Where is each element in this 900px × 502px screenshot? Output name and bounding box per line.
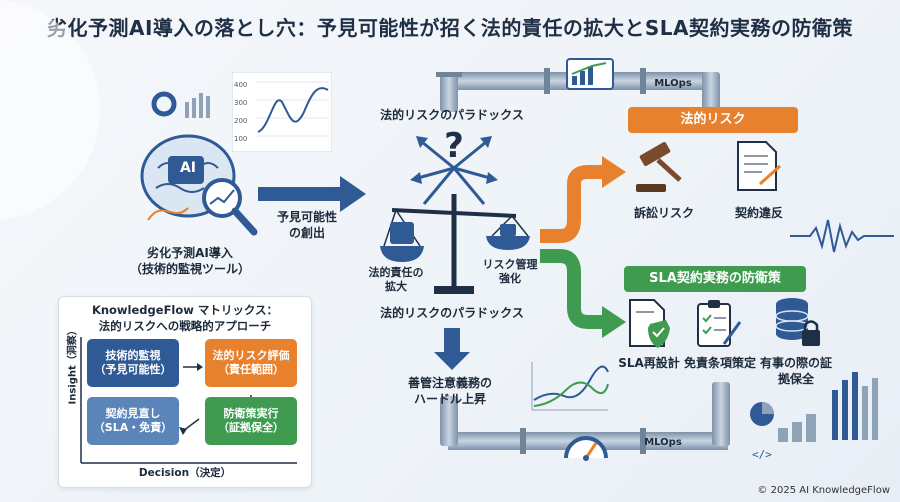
shield-doc-icon [629, 299, 670, 348]
tool-name-line2: （技術的監視ツール） [129, 261, 250, 276]
trend-lines-icon [531, 362, 609, 411]
question-mark: ? [444, 126, 464, 166]
mini-bar-icon [151, 91, 210, 118]
arrow1-label: 予見可能性 の創出 [262, 210, 352, 241]
legal-risk-header: 法的リスク [628, 107, 798, 133]
checklist-icon [697, 300, 742, 347]
tool-name-line1: 劣化予測AI導入 [147, 246, 233, 260]
chart-tick-labels: 400 300 200 100 [234, 76, 254, 148]
paradox-top-label: 法的リスクのパラドックス [380, 108, 524, 122]
duty-label: 善管注意義務の ハードル上昇 [390, 376, 510, 407]
tick-100: 100 [234, 135, 248, 143]
sla-item-evidence: 有事の際の証拠保全 [760, 356, 833, 386]
scale-left-line1: 法的責任の [368, 266, 424, 279]
paradox-bottom-label: 法的リスクのパラドックス [380, 306, 524, 320]
tool-label: 劣化予測AI導入 （技術的監視ツール） [120, 246, 260, 277]
arrow1-line1: 予見可能性 [276, 210, 337, 224]
matrix-cell-monitoring: 技術的監視 （予見可能性） [87, 339, 179, 387]
mlops-label-bottom: MLOps [644, 437, 682, 448]
gauge-icon [564, 436, 608, 461]
footer-copyright: © 2025 AI KnowledgeFlow [757, 485, 890, 496]
legal-item-breach: 契約違反 [734, 206, 783, 220]
cell-defense-l2: （証拠保全） [218, 421, 284, 434]
sla-header: SLA契約実務の防衛策 [624, 266, 806, 292]
contract-icon [737, 141, 782, 191]
cell-legal-l2: （責任範囲） [218, 363, 284, 376]
tick-400: 400 [234, 81, 248, 89]
arrow-down-icon [434, 328, 470, 370]
cell-contract-l1: 契約見直し [105, 406, 161, 420]
question-arrows-icon [410, 136, 498, 205]
cell-legal-l1: 法的リスク評価 [212, 348, 290, 362]
duty-line1: 善管注意義務の [407, 376, 492, 390]
scale-right-line1: リスク管理 [482, 258, 538, 271]
cell-monitoring-l2: （予見可能性） [94, 363, 172, 376]
scale-right-label: リスク管理 強化 [470, 258, 550, 286]
matrix-title-line2: 法的リスクへの戦略的アプローチ [98, 318, 272, 333]
gavel-icon [636, 142, 682, 192]
svg-text:</>: </> [752, 448, 772, 461]
dashboard-graphic: </> [750, 372, 878, 461]
matrix-cell-defense: 防衛策実行 （証拠保全） [205, 397, 297, 445]
tick-300: 300 [234, 99, 248, 107]
matrix-y-axis-label: Insight（洞察） [67, 325, 79, 405]
monitor-chart-icon [566, 58, 614, 90]
branch-arrows [540, 156, 626, 338]
sla-item-exemption: 免責条項策定 [683, 356, 756, 370]
scale-right-line2: 強化 [499, 271, 521, 285]
matrix-cell-contract: 契約見直し （SLA・免責） [87, 397, 179, 445]
matrix-title-line1: KnowledgeFlow マトリックス： [91, 303, 279, 317]
matrix-title: KnowledgeFlow マトリックス： 法的リスクへの戦略的アプローチ [59, 303, 311, 334]
cell-contract-l2: （SLA・免責） [93, 421, 173, 434]
arrow-right-icon [258, 176, 366, 212]
mlops-label-top: MLOps [654, 78, 692, 89]
line-chart-card [232, 72, 332, 152]
balance-scale-icon [380, 194, 530, 294]
scale-left-label: 法的責任の 拡大 [360, 266, 432, 294]
duty-line2: ハードル上昇 [413, 391, 486, 406]
knowledgeflow-matrix: KnowledgeFlow マトリックス： 法的リスクへの戦略的アプローチ In… [58, 296, 312, 488]
legal-item-lawsuit: 訴訟リスク [633, 206, 694, 220]
ai-icon-text: AI [179, 160, 197, 176]
tick-200: 200 [234, 117, 248, 125]
matrix-cell-legal-risk: 法的リスク評価 （責任範囲） [205, 339, 297, 387]
sla-item-redesign: SLA再設計 [618, 356, 680, 370]
waveform-graphic [790, 219, 894, 253]
ai-brain-icon [140, 134, 258, 236]
scale-left-line2: 拡大 [385, 279, 407, 293]
matrix-x-axis-label: Decision（決定） [138, 467, 232, 479]
database-lock-icon [775, 298, 820, 346]
cell-monitoring-l1: 技術的監視 [105, 348, 161, 362]
page-title: 劣化予測AI導入の落とし穴：予見可能性が招く法的責任の拡大とSLA契約実務の防衛… [46, 16, 854, 40]
cell-defense-l1: 防衛策実行 [223, 406, 279, 420]
arrow1-line2: の創出 [288, 225, 325, 240]
